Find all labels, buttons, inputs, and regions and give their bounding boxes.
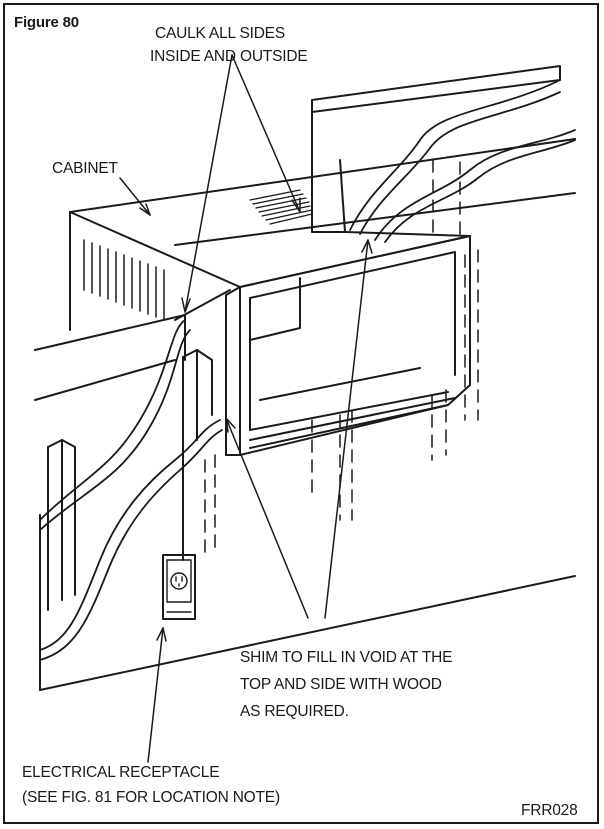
top-vent bbox=[249, 189, 313, 225]
arrow-cabinet bbox=[119, 177, 151, 216]
front-frame bbox=[225, 235, 471, 456]
cabinet-top bbox=[69, 211, 471, 331]
arrow-caulk-outside bbox=[231, 54, 301, 213]
left-sill bbox=[34, 314, 186, 401]
wall-cutaway-waves bbox=[39, 79, 576, 661]
cabinet-louvers bbox=[83, 239, 165, 321]
shim-note-line-3: AS REQUIRED. bbox=[240, 703, 349, 720]
receptacle-note-line-2: (SEE FIG. 81 FOR LOCATION NOTE) bbox=[22, 789, 280, 806]
shim-note-line-2: TOP AND SIDE WITH WOOD bbox=[240, 676, 442, 693]
electrical-receptacle-icon bbox=[162, 554, 196, 620]
arrow-caulk-inside bbox=[184, 54, 233, 313]
receptacle-note-line-1: ELECTRICAL RECEPTACLE bbox=[22, 764, 220, 781]
wall-outline bbox=[39, 138, 576, 691]
figure-label: Figure 80 bbox=[14, 14, 79, 31]
caulk-note-line-1: CAULK ALL SIDES bbox=[155, 25, 285, 42]
leader-arrows bbox=[119, 54, 373, 763]
cabinet-label: CABINET bbox=[52, 160, 118, 177]
arrow-shim-top bbox=[324, 239, 369, 619]
arrow-receptacle bbox=[147, 627, 164, 763]
arrow-shim-side bbox=[225, 417, 309, 619]
drawing-code: FRR028 bbox=[521, 802, 578, 819]
caulk-note-line-2: INSIDE AND OUTSIDE bbox=[150, 48, 308, 65]
figure-frame bbox=[3, 3, 599, 824]
stud-left-front bbox=[182, 349, 213, 561]
shim-note-line-1: SHIM TO FILL IN VOID AT THE bbox=[240, 649, 453, 666]
hidden-stud-lines bbox=[204, 159, 479, 561]
stud-far-left bbox=[47, 439, 76, 611]
upper-sill bbox=[311, 65, 561, 233]
